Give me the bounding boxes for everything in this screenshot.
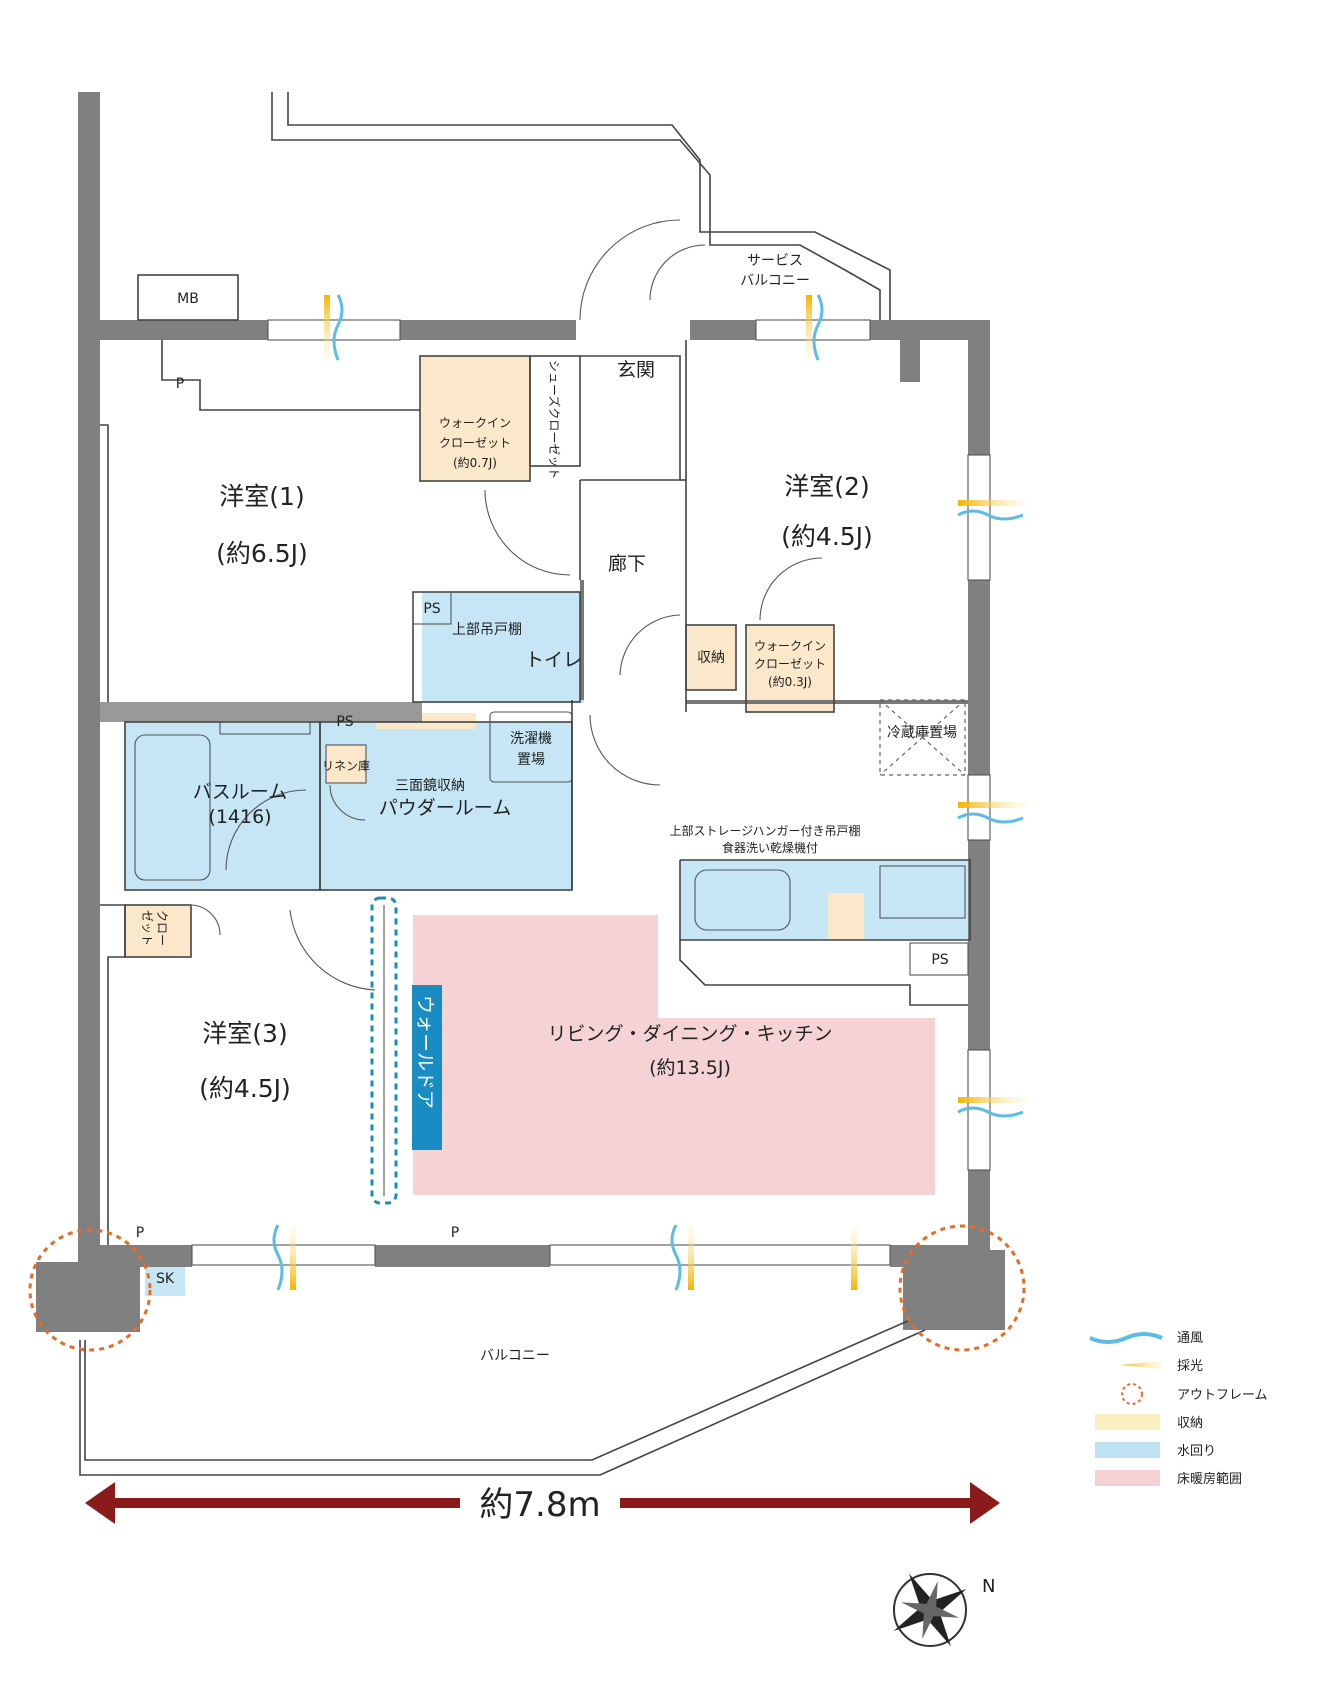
shoe-closet-label: シューズクローゼット bbox=[547, 360, 562, 479]
dimension-arrow: 約7.8m bbox=[85, 1482, 1000, 1525]
western2-size: (約4.5J) bbox=[781, 522, 873, 551]
wic2-label-2: クローゼット bbox=[754, 657, 826, 671]
storage-label: 収納 bbox=[697, 650, 725, 666]
western1-name: 洋室(1) bbox=[219, 482, 304, 511]
plan-lines bbox=[79, 92, 991, 1476]
light-legend-icon bbox=[1120, 1361, 1162, 1369]
legend-label-outframe: アウトフレーム bbox=[1177, 1388, 1268, 1403]
western2-name: 洋室(2) bbox=[784, 472, 869, 501]
legend-label-heating: 床暖房範囲 bbox=[1177, 1471, 1242, 1487]
dimension-label: 約7.8m bbox=[479, 1485, 600, 1525]
wall-door-label: ウォールドア bbox=[414, 995, 436, 1109]
ps-label-kitchen: PS bbox=[931, 952, 948, 968]
legend: 通風 採光 アウトフレーム 収納 水回り 床暖房範囲 bbox=[1089, 1331, 1268, 1487]
wic2-label-1: ウォークイン bbox=[754, 639, 826, 653]
ps-label-powder: PS bbox=[336, 714, 353, 730]
toilet-shelf-label: 上部吊戸棚 bbox=[452, 622, 522, 638]
entrance-label: 玄関 bbox=[617, 359, 655, 381]
balcony-label: バルコニー bbox=[480, 1348, 550, 1364]
closet-label: クロー bbox=[155, 910, 169, 946]
powder-label: パウダールーム bbox=[379, 797, 511, 819]
light-wind-indicators bbox=[272, 294, 1028, 1291]
wind-legend-icon bbox=[1089, 1332, 1163, 1344]
service-balcony-2: バルコニー bbox=[740, 273, 810, 289]
western3-name: 洋室(3) bbox=[202, 1019, 287, 1048]
fridge-label: 冷蔵庫置場 bbox=[887, 724, 957, 741]
legend-label-wind: 通風 bbox=[1177, 1331, 1203, 1346]
wall-door bbox=[370, 896, 442, 1205]
kitchen-note-1: 上部ストレージハンガー付き吊戸棚 bbox=[669, 823, 860, 838]
room-labels: 洋室(1) (約6.5J) 洋室(2) (約4.5J) 洋室(3) (約4.5J… bbox=[136, 253, 957, 1364]
p-label-1: P bbox=[176, 376, 184, 392]
service-balcony-1: サービス bbox=[747, 253, 803, 269]
outframe-legend-icon bbox=[1121, 1383, 1143, 1405]
water-legend-swatch bbox=[1095, 1442, 1160, 1458]
ldk-size: (約13.5J) bbox=[649, 1057, 731, 1079]
wic1-label-2: クローゼット bbox=[439, 436, 511, 450]
p-label-3: P bbox=[451, 1225, 459, 1241]
outframe-markers bbox=[28, 1224, 1026, 1352]
wall-door-label-bg bbox=[412, 985, 442, 1150]
legend-label-storage: 収納 bbox=[1177, 1416, 1203, 1431]
heating-legend-swatch bbox=[1095, 1470, 1160, 1486]
kitchen-note-2: 食器洗い乾燥機付 bbox=[722, 840, 818, 855]
linen-label: リネン庫 bbox=[322, 759, 370, 773]
wic1-label-1: ウォークイン bbox=[439, 416, 511, 430]
washer-label-2: 置場 bbox=[517, 752, 545, 768]
closet-label-2: ゼット bbox=[140, 910, 154, 946]
western3-size: (約4.5J) bbox=[199, 1074, 291, 1103]
ps-label-toilet: PS bbox=[423, 601, 440, 617]
hallway-label: 廊下 bbox=[608, 553, 646, 575]
legend-label-water: 水回り bbox=[1177, 1444, 1216, 1459]
mirror-storage-label: 三面鏡収納 bbox=[395, 778, 465, 794]
walls bbox=[36, 92, 1005, 1332]
toilet-label: トイレ bbox=[525, 649, 582, 671]
washer-label-1: 洗濯機 bbox=[510, 731, 552, 747]
sk-label: SK bbox=[156, 1271, 175, 1287]
ldk-name: リビング・ダイニング・キッチン bbox=[547, 1023, 832, 1045]
bathroom-name: バスルーム bbox=[193, 781, 287, 803]
wic1-label-3: (約0.7J) bbox=[453, 455, 497, 470]
compass-icon: N bbox=[893, 1573, 995, 1647]
floor-heating-zone bbox=[413, 915, 935, 1195]
p-label-2: P bbox=[136, 1225, 144, 1241]
legend-label-light: 採光 bbox=[1177, 1359, 1203, 1374]
storage-legend-swatch bbox=[1095, 1414, 1160, 1430]
bathroom-size: (1416) bbox=[208, 806, 271, 828]
western1-size: (約6.5J) bbox=[216, 539, 308, 568]
mb-label: MB bbox=[177, 291, 199, 307]
compass-north-label: N bbox=[982, 1576, 995, 1597]
wic2-label-3: (約0.3J) bbox=[768, 674, 812, 689]
